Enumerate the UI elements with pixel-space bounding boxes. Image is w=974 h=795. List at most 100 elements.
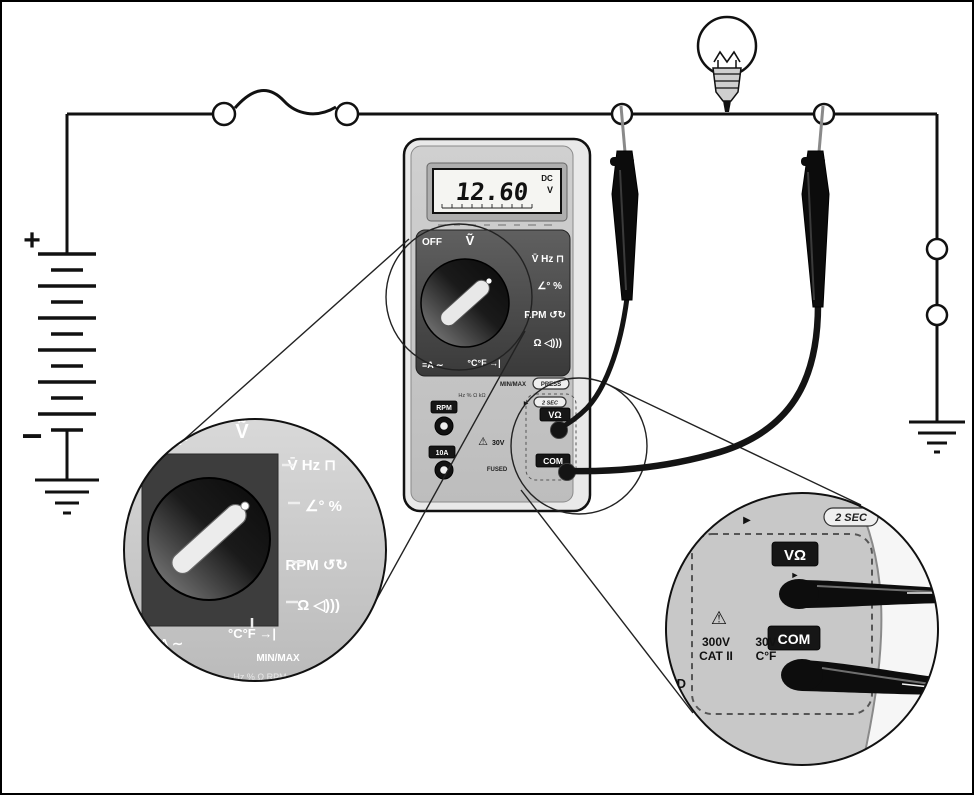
inset-sec-label: 2 SEC bbox=[834, 512, 868, 524]
jack-callout-line-2 bbox=[520, 489, 694, 714]
dial-label-ohm: Ω ◁))) bbox=[534, 338, 562, 349]
inset-vohm-label: VΩ bbox=[784, 547, 806, 564]
dial-label-temp: °C°F →| bbox=[467, 358, 500, 368]
sec-pill bbox=[533, 396, 567, 408]
bulb-threads bbox=[714, 73, 740, 89]
inset-warning-icon: ⚠ bbox=[711, 608, 727, 628]
rotary-dial-panel: OFF Ṽ V̄ Hz ⊓ ∠° % RPM ↺↻ Ω ◁))) °C°F →|… bbox=[415, 229, 571, 377]
bulb-tip bbox=[723, 101, 731, 112]
lead-plug-right bbox=[559, 464, 575, 480]
com-label-box bbox=[535, 453, 571, 468]
inset-dial: OFF Ṽ V̄ Hz ⊓ ∠° % RPM ↺↻ Ω ◁))) °C°F →|… bbox=[123, 418, 387, 682]
probe-right-highlight bbox=[807, 171, 815, 301]
inset-label-duty: ∠° % bbox=[305, 498, 342, 515]
inset-vohm-arrow: ► bbox=[791, 570, 800, 580]
bulb-filament-supports bbox=[717, 60, 737, 68]
inset-com-label: COM bbox=[778, 631, 811, 647]
inset-cat-label: CAT II bbox=[699, 649, 733, 663]
lcd-mode: DC bbox=[541, 174, 553, 183]
inset-label-dcv: V̄ Hz ⊓ bbox=[288, 456, 336, 474]
rpm-button-center bbox=[440, 422, 448, 430]
jack-callout-circle bbox=[510, 377, 648, 515]
test-probes bbox=[551, 105, 830, 480]
probe-left-highlight bbox=[619, 169, 627, 291]
inset-temp-label: C°F bbox=[756, 649, 777, 663]
circuit-wiring: + − bbox=[21, 15, 965, 515]
lcd-unit: V bbox=[547, 185, 553, 195]
ground-right-icon bbox=[909, 420, 965, 454]
terminal-right-lower bbox=[925, 303, 949, 327]
dial-label-rpm: RPM ↺↻ bbox=[524, 310, 566, 321]
ground-left-icon bbox=[35, 478, 99, 515]
dial-label-off: OFF bbox=[422, 237, 442, 248]
probe-right-collar bbox=[801, 157, 825, 166]
inset-jack-zone-outline bbox=[691, 533, 873, 715]
probe-left bbox=[610, 105, 639, 301]
inset-com-label-box bbox=[767, 625, 821, 651]
inset-label-rpm: RPM ↺↻ bbox=[285, 557, 348, 574]
fused-label: FUSED bbox=[487, 467, 508, 473]
inset-vohm-plug bbox=[779, 579, 938, 609]
minmax-label: MIN/MAX bbox=[500, 382, 526, 388]
jack-zone-outline bbox=[525, 393, 577, 481]
amp-button-center bbox=[440, 466, 448, 474]
inset-com-plug bbox=[781, 659, 938, 695]
probe-right-needle bbox=[817, 105, 825, 153]
probe-left-needle bbox=[619, 105, 627, 153]
lead-plug-left bbox=[551, 422, 567, 438]
bulb-filament bbox=[713, 50, 741, 64]
rpm-button-label-box bbox=[430, 400, 458, 414]
warning-volts: 30V bbox=[492, 440, 505, 447]
probe-left-handle bbox=[611, 150, 639, 301]
inset-jacks-ring bbox=[665, 492, 939, 766]
function-row: Hz % Ω kΩ bbox=[458, 393, 485, 399]
probe-left-collar bbox=[610, 157, 634, 166]
bulb-globe bbox=[696, 15, 758, 77]
lcd-display: 12.60 DC V bbox=[426, 162, 568, 226]
terminal-right-upper bbox=[925, 237, 949, 261]
vohm-label-box bbox=[539, 407, 571, 422]
inset-dial-ring bbox=[123, 418, 387, 682]
inset-label-temp: °C°F →| bbox=[228, 626, 276, 641]
inset-function-row: Hz % Ω RPM bbox=[233, 672, 286, 682]
lcd-bargraph bbox=[441, 204, 533, 209]
inset-dial-pointer-dot bbox=[240, 501, 250, 511]
terminal-fuse-left bbox=[211, 101, 237, 127]
dial-callout-line-2 bbox=[368, 330, 526, 614]
light-bulb bbox=[696, 15, 758, 112]
inset-temp-volts: 30V bbox=[755, 635, 776, 649]
warning-icon: ⚠ bbox=[478, 436, 488, 448]
inset-dial-ticks bbox=[250, 463, 304, 628]
sec-label: 2 SEC bbox=[541, 401, 559, 407]
vohm-label: VΩ bbox=[548, 410, 561, 420]
amp-button-label-box bbox=[428, 445, 456, 459]
rpm-button-label: RPM bbox=[436, 405, 452, 412]
battery bbox=[38, 252, 96, 432]
inset-label-minmax: MIN/MAX bbox=[256, 653, 300, 664]
battery-minus-label: − bbox=[21, 415, 42, 456]
probe-right-handle bbox=[801, 150, 830, 308]
amp-button-label: 10A bbox=[436, 450, 449, 457]
lcd-screen bbox=[432, 168, 562, 214]
dial-callout-line-1 bbox=[168, 238, 410, 454]
fuse-arc bbox=[233, 89, 337, 116]
bulb-base bbox=[712, 67, 742, 102]
lcd-value: 12.60 bbox=[454, 178, 529, 206]
battery-plus-label: + bbox=[23, 224, 41, 257]
rpm-button-group: RPM bbox=[430, 400, 458, 436]
dial-callout-circle bbox=[385, 223, 533, 371]
inset-label-ohm: Ω ◁))) bbox=[297, 597, 340, 614]
amp-button-group: 10A bbox=[428, 445, 456, 480]
dial-label-duty: ∠° % bbox=[537, 281, 562, 292]
inset-cat-volts: 300V bbox=[702, 635, 730, 649]
inset-vohm-label-box bbox=[771, 541, 819, 567]
probe-right bbox=[801, 105, 830, 308]
dial-label-dcv: V̄ Hz ⊓ bbox=[532, 253, 564, 265]
com-label: COM bbox=[543, 456, 563, 466]
inset-arrow-mark: ▶ bbox=[743, 515, 751, 526]
inset-jacks: ▶ 2 SEC VΩ ► COM ⚠ bbox=[665, 492, 939, 766]
multimeter: 12.60 DC V OFF Ṽ V̄ Hz ⊓ ∠° % RPM ↺↻ Ω ◁… bbox=[402, 137, 592, 513]
terminal-fuse-right bbox=[334, 101, 360, 127]
test-lead-right bbox=[565, 301, 822, 475]
